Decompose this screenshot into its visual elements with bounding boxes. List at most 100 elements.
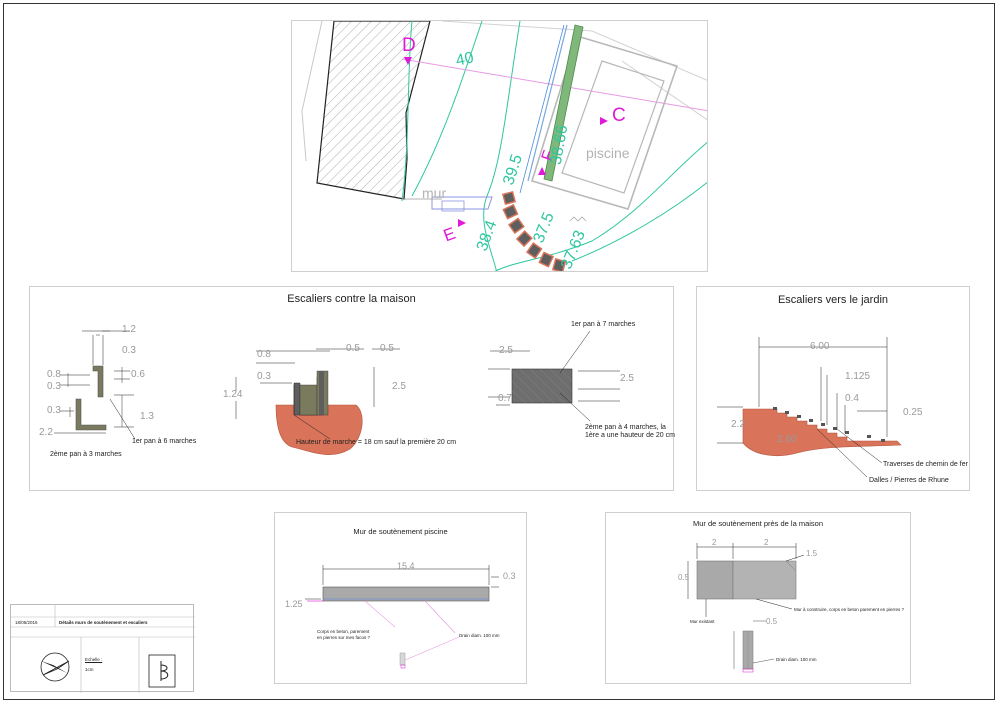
dim-2-60: 2.60: [777, 434, 797, 445]
contour-line: [571, 181, 707, 262]
stair-profile-1: [54, 330, 136, 440]
title-block: 18/05/2016 Détails murs de soutènement e…: [10, 604, 195, 693]
drain-pipe: [399, 652, 406, 666]
dim-0-5b: 0.5: [380, 343, 394, 354]
compass-icon: [40, 652, 70, 682]
title-block-title: Détails murs de soutènement et escaliers: [59, 620, 148, 625]
pool-retaining-wall: [543, 24, 584, 182]
note-second-flight-3: 2ème pan à 3 marches: [50, 451, 122, 458]
dim-0-5: 0.5: [346, 343, 360, 354]
note-first-flight-7: 1er pan à 7 marches: [571, 321, 636, 328]
note-existing-wall: Mur existant: [690, 619, 715, 624]
note-second-flight-4b: 1ère a une hauteur de 20 cm: [585, 432, 675, 439]
dim-0-6: 0.6: [131, 369, 145, 380]
dim-1-24: 1.24: [223, 389, 243, 400]
dim-1-3: 1.3: [140, 411, 154, 422]
wall-section: [322, 586, 490, 602]
label-mur: mur: [422, 185, 447, 201]
dim-0-3b: 0.3: [47, 381, 61, 392]
title-block-scale-label: Echelle :: [85, 657, 103, 662]
logo-icon: [148, 654, 176, 688]
marker-e: [458, 219, 466, 227]
panel-title: Escaliers contre la maison: [287, 293, 416, 305]
title-block-grid: [11, 605, 195, 693]
wall-pool-drawing: [305, 565, 499, 669]
title-block-scale-value: 1cm: [85, 667, 94, 672]
contour-line: [483, 21, 521, 271]
dim-0-3d: 0.3: [257, 371, 271, 382]
marker-c: [600, 117, 608, 125]
panel-title: Mur de soutènement près de la maison: [692, 519, 824, 528]
house-stairs: [441, 200, 465, 212]
new-wall: [732, 560, 797, 600]
panel-title: Escaliers vers le jardin: [777, 294, 889, 306]
sleepers: [773, 407, 885, 442]
boundary-line: [301, 21, 323, 162]
dim-2-5: 2.5: [392, 381, 406, 392]
wall-house-drawing: [687, 543, 805, 673]
small-wall: [431, 196, 493, 210]
dim-2-2: 2.2: [39, 427, 53, 438]
dim-2-5b: 2.5: [499, 345, 513, 356]
sheet-border: [3, 3, 995, 700]
pool-surround: [530, 35, 679, 210]
note-concrete-body-b: en pierres sur mes facos ?: [317, 635, 371, 640]
contour-line: [411, 21, 483, 197]
pool-steps: [569, 216, 587, 222]
note-step-height: Hauteur de marche = 18 cm sauf la premiè…: [296, 439, 457, 446]
note-drain: Drain diam. 100 mm: [776, 657, 817, 662]
dim-1-25: 1.25: [285, 599, 303, 609]
stair-section-2: [235, 348, 400, 456]
dim-0-3: 0.3: [122, 345, 136, 356]
site-plan-drawing: [301, 21, 707, 271]
stairs-garden-drawing: [717, 337, 902, 478]
panel-stairs-garden: Escaliers vers le jardin: [696, 286, 970, 491]
contour-40: 40: [454, 49, 476, 70]
dim-0-4: 0.4: [845, 393, 859, 404]
dim-2: 2: [712, 538, 717, 547]
section-line-dc: [401, 58, 707, 112]
stairs-house-drawing: [54, 330, 620, 456]
garden-stairs: [501, 190, 567, 271]
existing-wall: [696, 560, 734, 600]
dim-0-8b: 0.8: [257, 349, 271, 360]
dim-0-3c: 0.3: [47, 405, 61, 416]
note-new-wall: Mur à construire, corps en beton paremen…: [794, 607, 905, 612]
dim-0-7: 0.7: [498, 393, 512, 404]
dim-0-8: 0.8: [47, 369, 61, 380]
marker-f: [538, 167, 546, 175]
note-drain: Drain diam. 100 mm: [459, 633, 500, 638]
note-concrete-body-a: Corps en beton, parement: [317, 629, 370, 634]
note-first-flight-6: 1er pan à 6 marches: [132, 438, 197, 445]
label-piscine: piscine: [586, 145, 630, 161]
note-rhune-stones: Dalles / Pierres de Rhune: [869, 477, 949, 484]
site-plan: D C F E piscine mur 40 38.66 39.5 38.4 3…: [291, 20, 708, 272]
panel-wall-pool: Mur de soutènement piscine 15.4 0.3 1.25…: [274, 512, 527, 684]
house-footprint: [316, 21, 431, 200]
dim-15-4: 15.4: [397, 561, 415, 571]
label-c: C: [612, 105, 626, 126]
contour-line: [401, 21, 413, 202]
wall-edge: [527, 24, 568, 182]
dim-0-3: 0.3: [503, 571, 516, 581]
title-block-date: 18/05/2016: [15, 620, 38, 625]
dim-2-2: 2.2: [731, 419, 745, 430]
dim-2-5c: 2.5: [620, 373, 634, 384]
dim-0-5b: 0.5: [766, 617, 778, 626]
panel-wall-house: Mur de soutènement près de la maison: [605, 512, 911, 684]
dim-0-25: 0.25: [903, 407, 923, 418]
panel-title: Mur de soutènement piscine: [353, 527, 448, 536]
dim-1-5: 1.5: [806, 549, 818, 558]
note-second-flight-4a: 2ème pan à 4 marches, la: [585, 424, 666, 431]
marker-d: [404, 57, 412, 65]
dim-2b: 2: [764, 538, 769, 547]
wall-edge: [519, 24, 565, 194]
boundary-line: [621, 60, 707, 121]
pool-basin: [561, 60, 665, 194]
label-d: D: [402, 35, 416, 56]
dim-1-2: 1.2: [122, 324, 136, 335]
dim-0-5a: 0.5: [678, 573, 690, 582]
stair-block-3: [488, 330, 620, 422]
panel-stairs-house: Escaliers contre la maison: [29, 286, 675, 491]
